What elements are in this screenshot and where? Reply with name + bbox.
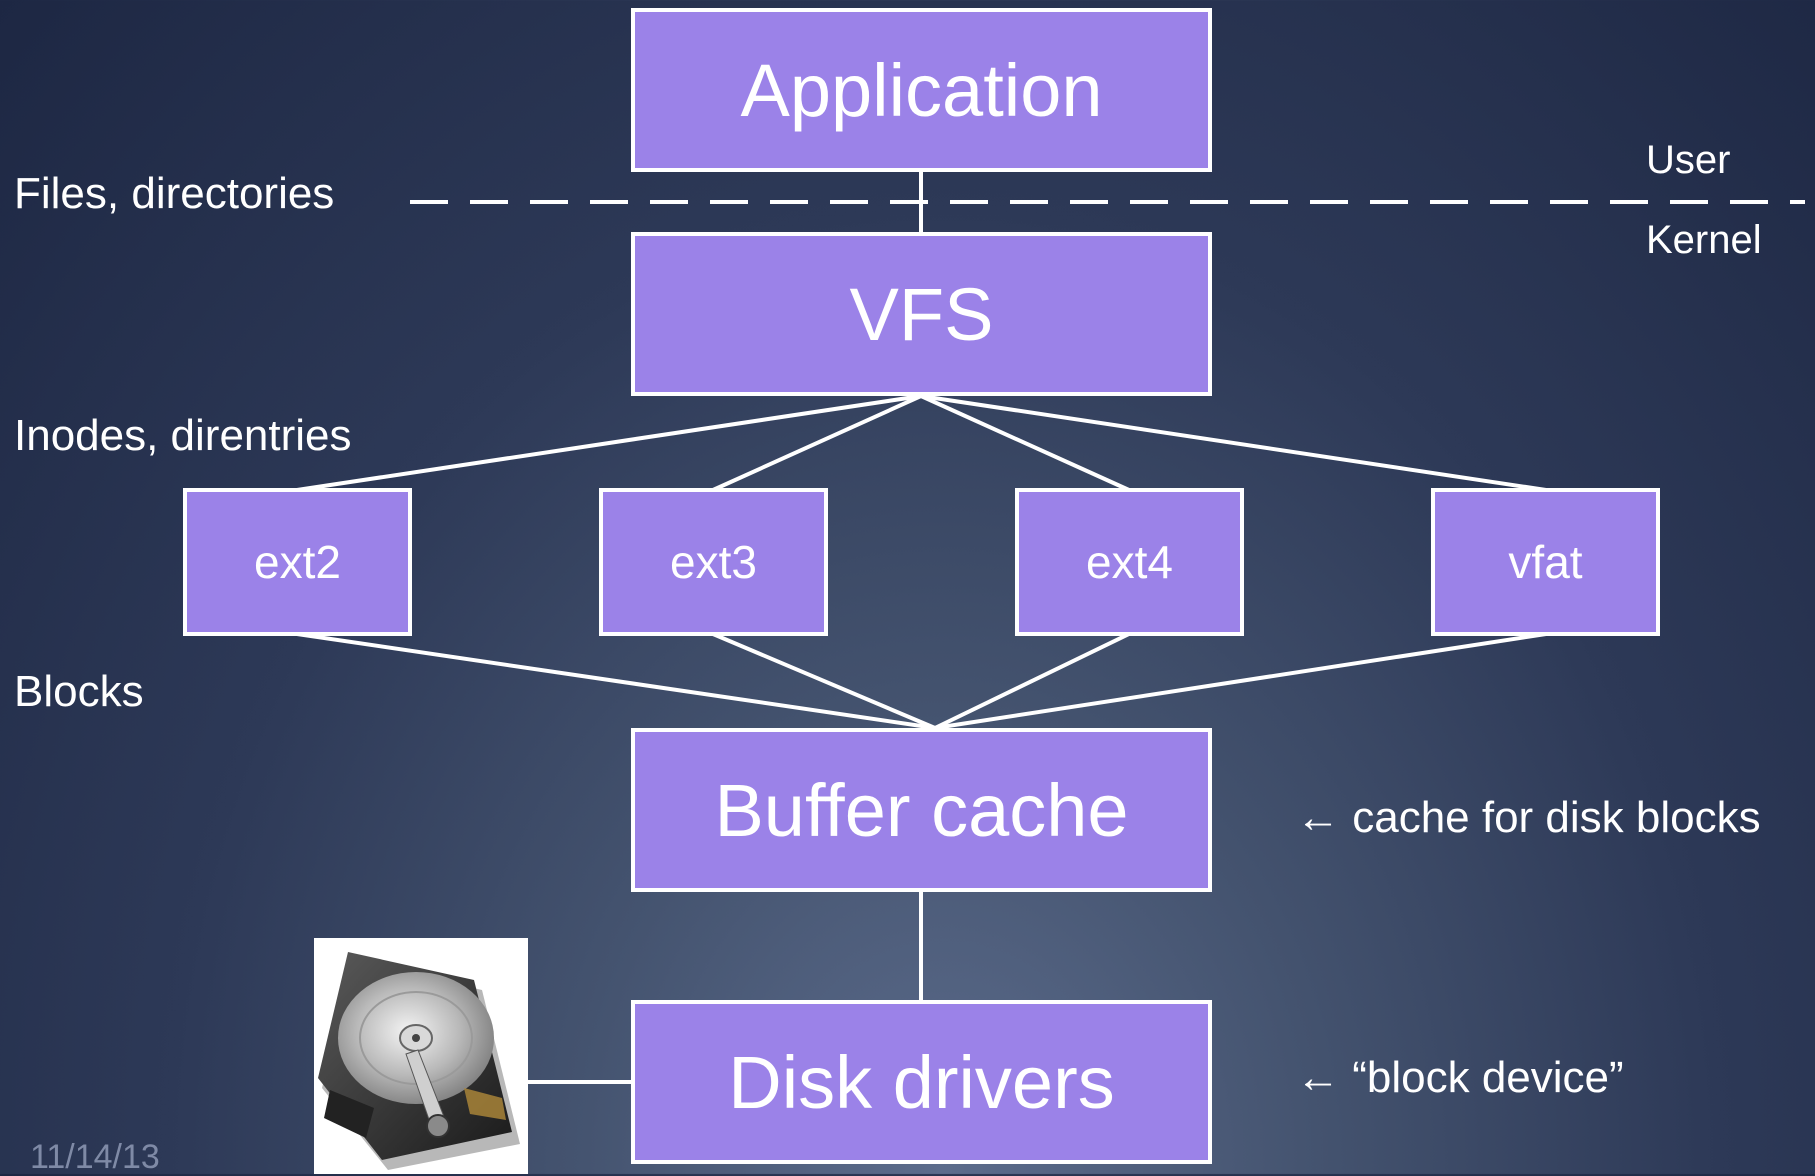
ext3-label: ext3 — [670, 536, 757, 588]
blocks-label: Blocks — [14, 667, 144, 716]
connector-vfs-ext3 — [712, 394, 922, 492]
disk-drivers-box: Disk drivers — [631, 1000, 1212, 1164]
vfs-box: VFS — [631, 232, 1212, 396]
connector-vfs-ext2 — [296, 394, 922, 492]
connector-ext4-buffer — [934, 632, 1130, 730]
connector-ext3-buffer — [712, 632, 936, 730]
ext2-box: ext2 — [183, 488, 412, 636]
inodes-direntries-label: Inodes, direntries — [14, 411, 352, 460]
application-box: Application — [631, 8, 1212, 172]
vfat-box: vfat — [1431, 488, 1660, 636]
buffer-cache-annotation: ← cache for disk blocks — [1296, 793, 1761, 842]
files-directories-label: Files, directories — [14, 169, 335, 218]
kernel-label: Kernel — [1646, 218, 1762, 262]
ext4-label: ext4 — [1086, 536, 1173, 588]
connector-ext2-buffer — [296, 632, 936, 730]
ext3-box: ext3 — [599, 488, 828, 636]
slide-date: 11/14/13 — [30, 1138, 160, 1176]
vfat-label: vfat — [1508, 536, 1583, 588]
buffer-cache-box: Buffer cache — [631, 728, 1212, 892]
connector-vfs-ext4 — [920, 394, 1130, 492]
ext2-label: ext2 — [254, 536, 341, 588]
disk-drivers-label: Disk drivers — [728, 1040, 1115, 1124]
user-label: User — [1646, 138, 1731, 182]
connector-vfs-vfat — [920, 394, 1547, 492]
ext4-box: ext4 — [1015, 488, 1244, 636]
buffer-cache-label: Buffer cache — [714, 768, 1129, 852]
connector-vfat-buffer — [934, 632, 1547, 730]
hard-disk-icon — [314, 938, 528, 1174]
vfs-label: VFS — [849, 272, 994, 356]
disk-drivers-annotation: ← “block device” — [1296, 1053, 1624, 1102]
application-label: Application — [740, 48, 1103, 132]
